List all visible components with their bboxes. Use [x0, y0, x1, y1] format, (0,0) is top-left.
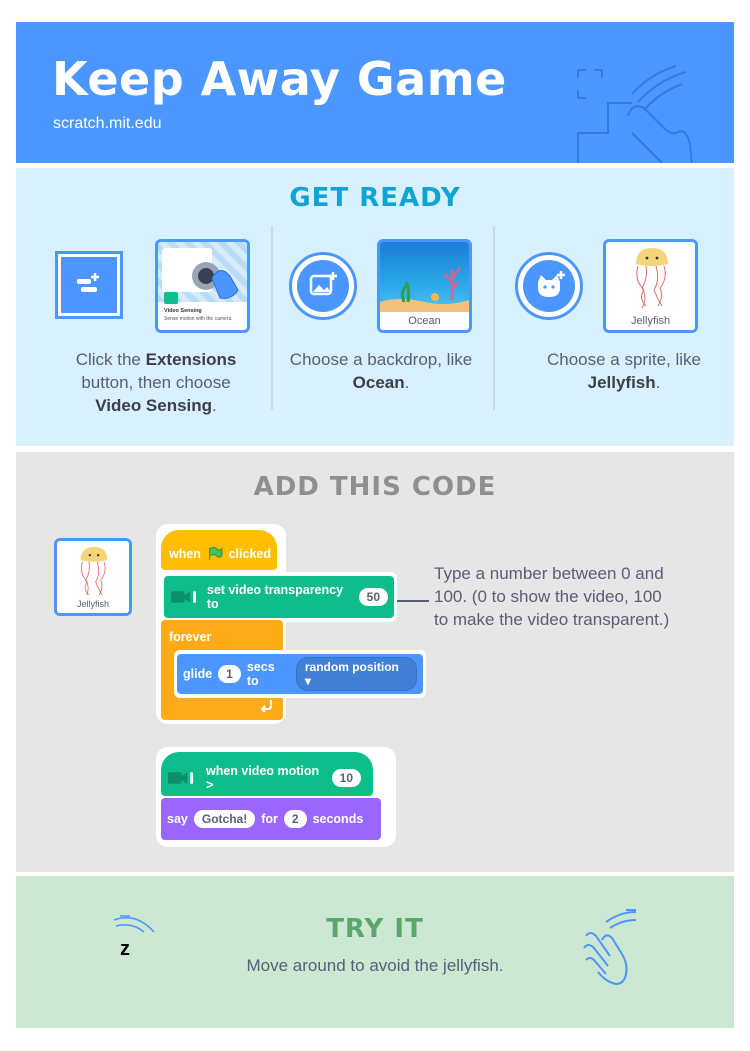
- sprite-cat-icon: [538, 271, 565, 297]
- transparency-label: set video transparency to: [206, 583, 344, 611]
- choose-backdrop-button[interactable]: [289, 252, 357, 320]
- say-for-seconds-block[interactable]: say Gotcha! for 2 seconds: [161, 798, 381, 840]
- try-it-text: Move around to avoid the jellyfish.: [246, 956, 504, 975]
- glide-target-dropdown[interactable]: random position ▾: [295, 657, 417, 691]
- z-key-label: z: [120, 938, 130, 960]
- when-label: when: [169, 547, 201, 561]
- green-flag-icon: [208, 546, 223, 561]
- set-video-transparency-block[interactable]: set video transparency to 50: [164, 576, 394, 618]
- waving-hand-icon: [583, 909, 637, 986]
- step-1-text: Click the Extensions button, then choose…: [75, 350, 237, 415]
- jellyfish-caption: Jellyfish: [606, 312, 695, 330]
- motion-lines-icon: [113, 915, 155, 933]
- seconds-label: seconds: [312, 812, 364, 826]
- transparency-note: Type a number between 0 and 100. (0 to s…: [434, 564, 670, 629]
- when-flag-clicked-block[interactable]: when clicked: [161, 530, 277, 570]
- add-code-title: ADD THIS CODE: [253, 472, 497, 502]
- motion-threshold-input[interactable]: 10: [331, 769, 361, 787]
- step-3-text: Choose a sprite, like Jellyfish.: [546, 350, 702, 392]
- say-label: say: [167, 812, 188, 826]
- jellyfish-image: [80, 546, 108, 598]
- card-title: Video Sensing: [164, 308, 202, 314]
- choose-sprite-button[interactable]: [515, 252, 583, 320]
- jellyfish-sprite-thumbnail[interactable]: Jellyfish: [603, 239, 698, 333]
- jellyfish-tile-caption: Jellyfish: [57, 595, 129, 613]
- backdrop-icon: [309, 272, 337, 296]
- loop-arrow-icon: [260, 700, 272, 712]
- get-ready-title: GET READY: [289, 183, 461, 213]
- clicked-label: clicked: [228, 547, 271, 561]
- jellyfish-sprite-tile[interactable]: Jellyfish: [54, 538, 132, 616]
- ocean-scene: [380, 267, 469, 312]
- page-title: Keep Away Game: [52, 52, 507, 106]
- video-sensing-hand-icon: [577, 65, 693, 163]
- step-divider: [271, 226, 273, 410]
- step-2-text: Choose a backdrop, like Ocean.: [289, 350, 473, 392]
- say-message-input[interactable]: Gotcha!: [193, 810, 256, 828]
- card-subtitle: Sense motion with the camera.: [164, 316, 233, 322]
- get-ready-section: GET READY Video Sensing Sense motion wit…: [16, 168, 734, 446]
- video-extension-icon: [164, 292, 178, 304]
- for-label: for: [261, 812, 278, 826]
- header-banner: Keep Away Game scratch.mit.edu: [16, 22, 734, 163]
- ocean-caption: Ocean: [380, 312, 469, 330]
- annotation-line: [397, 600, 429, 602]
- video-camera-icon: [170, 591, 196, 603]
- extensions-icon: [77, 273, 99, 292]
- video-sensing-card[interactable]: Video Sensing Sense motion with the came…: [155, 239, 250, 333]
- glide-label: glide: [183, 667, 213, 681]
- secs-to-label: secs to: [246, 660, 275, 688]
- say-seconds-input[interactable]: 2: [283, 810, 307, 828]
- camera-hand-icon: [192, 262, 239, 299]
- forever-label: forever: [169, 630, 212, 644]
- video-camera-icon: [167, 772, 194, 784]
- ocean-backdrop-thumbnail[interactable]: Ocean: [377, 239, 472, 333]
- jellyfish-image: [636, 248, 668, 309]
- video-motion-label: when video motion >: [205, 764, 320, 792]
- site-url: scratch.mit.edu: [53, 115, 162, 132]
- when-video-motion-block[interactable]: when video motion > 10: [161, 752, 373, 796]
- glide-block[interactable]: glide 1 secs to random position ▾: [177, 654, 423, 694]
- step-divider: [493, 226, 495, 410]
- glide-secs-input[interactable]: 1: [218, 665, 241, 683]
- extensions-button[interactable]: [55, 251, 123, 319]
- add-code-section: ADD THIS CODE Jellyfish when clicked set…: [16, 452, 734, 872]
- transparency-value-input[interactable]: 50: [358, 588, 388, 606]
- try-it-section: z TRY IT Move around to avoid the jellyf…: [16, 876, 734, 1028]
- try-it-title: TRY IT: [326, 914, 424, 944]
